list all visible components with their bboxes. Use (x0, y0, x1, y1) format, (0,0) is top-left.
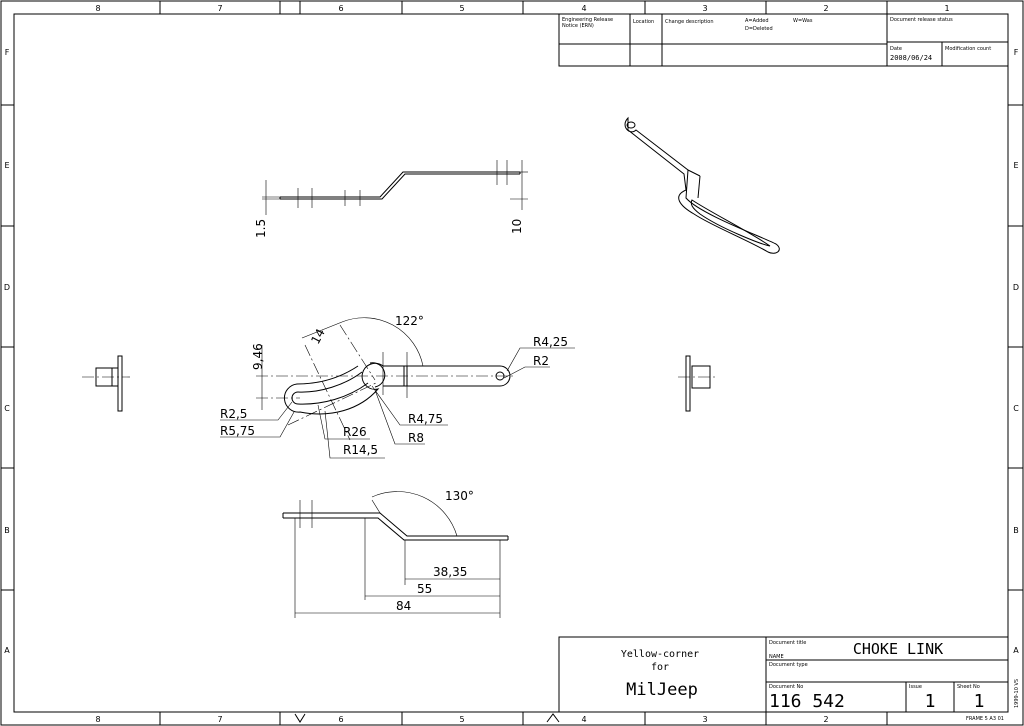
document-title: CHOKE LINK (853, 640, 943, 658)
legend-deleted: D=Deleted (745, 26, 773, 32)
dim-length-3: 84 (396, 599, 411, 613)
revision-block: Engineering Release Notice (ERN) Locatio… (558, 13, 1009, 67)
document-no-label: Document No (769, 684, 803, 690)
dim-r-ring-inner: R4,75 (408, 412, 443, 426)
zone-row-label: A (4, 646, 10, 655)
zone-row-label: F (1014, 48, 1019, 57)
dim-r-small-inner: R2 (533, 354, 549, 368)
dim-r-arc-outer: R14,5 (343, 443, 378, 457)
right-end-view (678, 355, 716, 412)
ern-label: Engineering Release Notice (ERN) (562, 17, 614, 29)
zone-col-label: 8 (95, 4, 100, 13)
sheet-label: Sheet No (957, 684, 980, 690)
side-label: 1999-10 VS (1014, 679, 1020, 708)
company-name: MilJeep (626, 680, 698, 700)
document-type-label: Document type (769, 662, 808, 668)
bottom-profile-view: 38,35 55 84 130° (282, 489, 509, 618)
modification-count-label: Modification count (945, 46, 991, 52)
left-end-view (82, 355, 130, 412)
title-block: Yellow-corner for MilJeep Document title… (558, 636, 1020, 722)
zone-col-label: 5 (459, 715, 464, 724)
isometric-view (624, 116, 780, 254)
plan-view: 9,46 14 122° R4,25 R2 R2,5 R5,75 R4,75 R… (220, 314, 575, 459)
issue-label: Issue (909, 684, 922, 690)
zone-row-label: D (4, 283, 10, 292)
zone-col-label: 3 (702, 715, 707, 724)
dim-length-1: 38,35 (433, 565, 467, 579)
legend-was: W=Was (793, 18, 813, 24)
document-title-label: Document title (769, 640, 806, 646)
zone-col-label: 8 (95, 715, 100, 724)
inner-frame (13, 13, 1009, 713)
zone-row-label: B (4, 526, 10, 535)
name-label: NAME (769, 654, 784, 660)
dim-offset: 9,46 (251, 343, 265, 370)
zone-row-label: B (1013, 526, 1019, 535)
document-no: 116 542 (769, 691, 845, 712)
zone-row-label: E (4, 161, 9, 170)
zone-row-label: C (4, 404, 10, 413)
dim-r-arc-inner: R26 (343, 425, 367, 439)
location-label: Location (633, 19, 654, 25)
zone-col-label: 6 (338, 715, 343, 724)
dim-r-slot-inner: R2,5 (220, 407, 247, 421)
date-value: 2008/06/24 (890, 54, 932, 62)
top-profile-view: 1.5 10 (254, 160, 528, 238)
zone-col-label: 4 (581, 4, 586, 13)
zone-col-label: 4 (581, 715, 586, 724)
zone-row-label: A (1013, 646, 1019, 655)
zone-col-label: 3 (702, 4, 707, 13)
dim-r-ring-outer: R8 (408, 431, 424, 445)
zone-col-label: 2 (823, 715, 828, 724)
dim-height: 10 (510, 219, 524, 234)
issue-value: 1 (925, 691, 936, 712)
dim-thickness: 1.5 (254, 219, 268, 238)
date-label: Date (890, 46, 902, 52)
zone-row-label: E (1013, 161, 1018, 170)
dim-width: 14 (308, 326, 328, 346)
zone-col-label: 7 (217, 4, 222, 13)
company-line-2: for (651, 662, 669, 673)
zone-col-label: 6 (338, 4, 343, 13)
sheet-value: 1 (974, 691, 985, 712)
zone-col-label: 2 (823, 4, 828, 13)
dim-angle-top: 122° (395, 314, 424, 328)
zone-col-label: 7 (217, 715, 222, 724)
legend-added: A=Added (745, 18, 769, 24)
dim-angle-bottom: 130° (445, 489, 474, 503)
zone-row-label: F (5, 48, 10, 57)
dim-r-small-outer: R4,25 (533, 335, 568, 349)
zone-row-label: D (1013, 283, 1019, 292)
change-description-label: Change description (665, 19, 714, 25)
zone-col-label: 1 (944, 4, 949, 13)
dim-r-slot-outer: R5,75 (220, 424, 255, 438)
zone-row-label: C (1013, 404, 1019, 413)
release-status-label: Document release status (890, 17, 953, 23)
frame-label: FRAME 5 A3 01 (966, 716, 1004, 722)
company-line-1: Yellow-corner (621, 649, 699, 660)
dim-length-2: 55 (417, 582, 432, 596)
zone-col-label: 5 (459, 4, 464, 13)
